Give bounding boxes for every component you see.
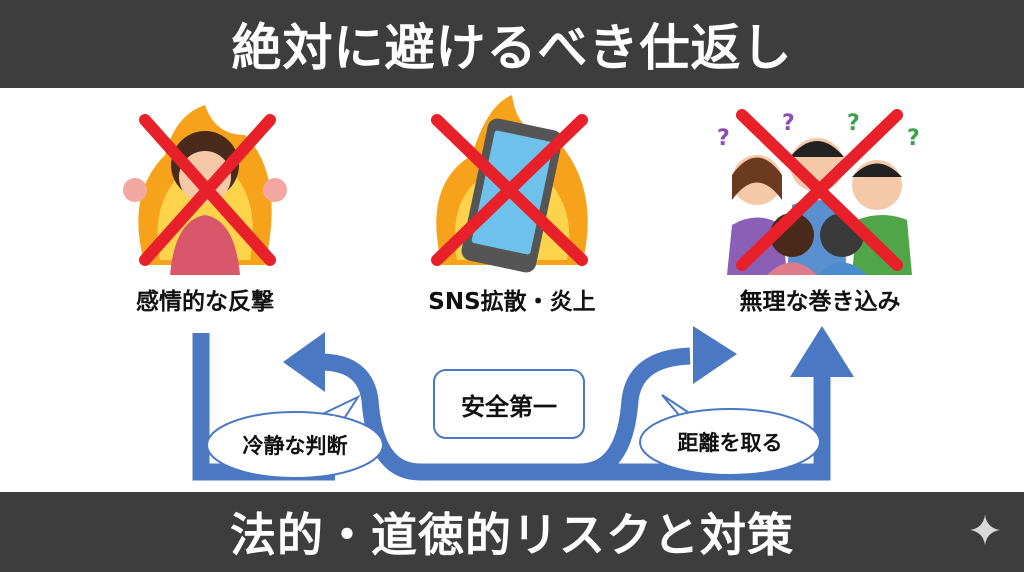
item-label-sns-spread: SNS拡散・炎上 (428, 289, 596, 315)
sparkle-icon (970, 515, 1000, 545)
footer-title: 法的・道徳的リスクと対策 (230, 508, 794, 562)
calm-judgment-bubble: 冷静な判断 (242, 434, 348, 458)
page-title: 絶対に避けるべき仕返し (231, 19, 793, 77)
svg-text:?: ? (717, 126, 730, 151)
right-l-arrow (540, 370, 831, 481)
arrowhead-right-icon (693, 326, 737, 384)
arrowhead-up-icon (790, 326, 854, 377)
title-banner: 絶対に避けるべき仕返し (0, 0, 1024, 88)
svg-text:?: ? (847, 111, 860, 136)
svg-text:?: ? (907, 126, 920, 151)
arrowhead-left-icon (283, 332, 325, 392)
burning-smartphone-crossed-icon (431, 95, 588, 273)
svg-text:?: ? (782, 111, 795, 136)
confused-group-crossed-icon: ? ? ? ? (717, 109, 920, 275)
item-label-forced-involvement: 無理な巻き込み (739, 289, 901, 315)
keep-distance-bubble: 距離を取る (677, 431, 783, 455)
footer-banner: 法的・道徳的リスクと対策 (0, 492, 1024, 572)
angry-woman-crossed-icon (123, 105, 287, 275)
item-label-emotional-retaliation: 感情的な反撃 (136, 289, 274, 315)
safety-first-box: 安全第一 (461, 392, 557, 421)
